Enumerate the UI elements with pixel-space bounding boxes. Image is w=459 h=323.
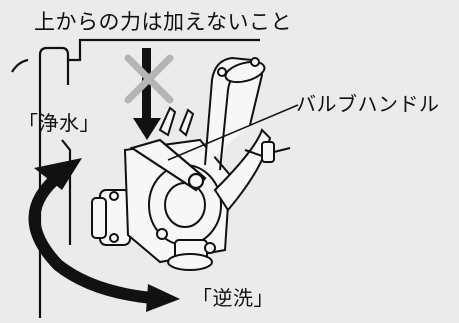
curved-double-arrow-icon xyxy=(28,158,180,312)
valve-assembly xyxy=(91,56,291,271)
valve-handle-label: バルブハンドル xyxy=(296,92,440,116)
warning-title: 上からの力は加えないこと xyxy=(34,10,292,34)
purify-position-label: 「浄水」 xyxy=(18,111,100,135)
valve-handle xyxy=(129,138,207,192)
x-mark-icon xyxy=(124,54,174,104)
down-arrow-icon xyxy=(133,48,161,140)
backwash-position-label: 「逆洗」 xyxy=(192,286,274,310)
handle-leader-line xyxy=(167,104,299,161)
